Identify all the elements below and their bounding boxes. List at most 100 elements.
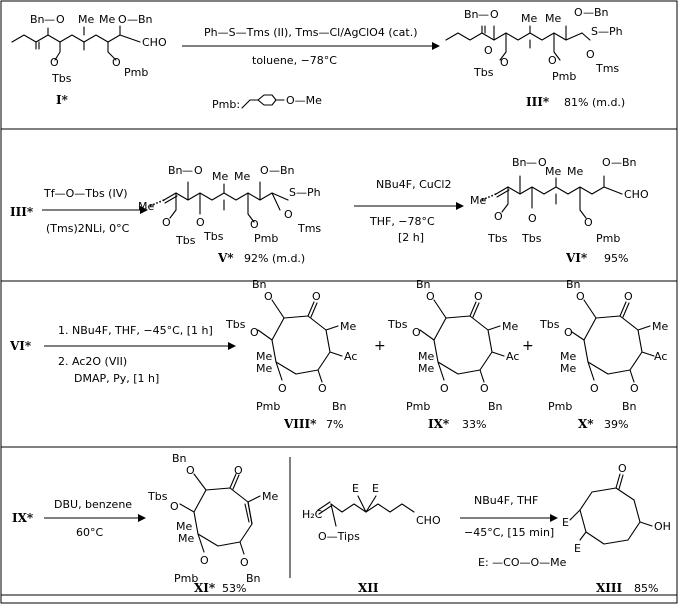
o-label: O	[118, 13, 127, 26]
svg-text:—: —	[583, 6, 594, 19]
tbs-label: Tbs	[539, 318, 560, 331]
me-label: Me	[560, 362, 576, 375]
me-label: Me	[234, 170, 250, 183]
me-label: Me	[502, 320, 518, 333]
reaction-arrow-5: DBU, benzene 60°C	[44, 498, 146, 539]
compound-label-VIII: VIII*	[283, 417, 317, 431]
structure-V: Me Bn — O Me Me O — Bn S—Ph O Tbs O Tbs …	[138, 164, 321, 265]
tbs-label: Tbs	[387, 318, 408, 331]
bn-label: Bn	[332, 400, 347, 413]
pmb-label: Pmb	[256, 400, 280, 413]
yield-VIII: 7%	[326, 418, 343, 431]
time-step-3: [2 h]	[398, 231, 424, 244]
yield-XI: 53%	[222, 582, 246, 595]
pmb-definition: Pmb:	[212, 98, 240, 111]
compound-label-XIII: XIII	[596, 581, 623, 595]
bn-label: Bn	[246, 572, 261, 585]
pmb-label: Pmb	[596, 232, 620, 245]
sph-label: S—Ph	[591, 25, 623, 38]
structure-XIII: O E E OH XIII 85%	[562, 462, 671, 595]
bn-label: Bn	[30, 13, 45, 26]
o-label: O	[56, 13, 65, 26]
o-label: O	[494, 210, 503, 223]
tbs-label: Tbs	[203, 230, 224, 243]
yield-X: 39%	[604, 418, 628, 431]
bn-label: Bn	[464, 8, 479, 21]
compound-label-XII: XII	[358, 581, 379, 595]
structure-III: Bn — O Me Me O — Bn S—Ph O Tbs O O Pmb O…	[445, 6, 625, 109]
reagents-step-2: Tf—O—Tbs (IV)	[43, 187, 128, 200]
o-label: O	[278, 382, 287, 395]
conditions-step-4b: DMAP, Py, [1 h]	[74, 372, 159, 385]
me-label: Me	[545, 165, 561, 178]
structure-IX: O Bn O Tbs O Me Ac Me Me O Pmb O Bn IX* …	[387, 278, 519, 431]
o-label: O	[602, 156, 611, 169]
pmb-label: Pmb	[406, 400, 430, 413]
o-label: O	[548, 54, 557, 67]
tbs-label: Tbs	[175, 234, 196, 247]
me-label: Me	[262, 490, 278, 503]
bn-label: Bn	[512, 156, 527, 169]
o-label: O	[528, 212, 537, 225]
o-label: O	[170, 500, 179, 513]
svg-text:—: —	[269, 164, 280, 177]
e-label: E	[352, 482, 359, 495]
o-label: O	[200, 554, 209, 567]
me-label: Me	[340, 320, 356, 333]
me-label: Me	[138, 200, 154, 213]
o-label: O	[318, 382, 327, 395]
ome-label: O—Me	[286, 94, 322, 107]
reagents-step-4a: 1. NBu4F, THF, −45°C, [1 h]	[58, 324, 213, 337]
o-label: O	[624, 290, 633, 303]
plus-sign: +	[374, 338, 386, 354]
reagents-step-3: NBu4F, CuCl2	[376, 178, 451, 191]
structure-I: Bn — O Me Me O — Bn CHO O Tbs O Pmb I*	[11, 13, 167, 107]
o-label: O	[50, 56, 59, 69]
tbs-label: Tbs	[51, 72, 72, 85]
o-label: O	[574, 6, 583, 19]
reaction-arrow-6: NBu4F, THF −45°C, [15 min] E: —CO—O—Me	[460, 494, 567, 569]
bn-label: Bn	[594, 6, 609, 19]
o-label: O	[162, 216, 171, 229]
me-label: Me	[567, 165, 583, 178]
yield-III: 81% (m.d.)	[564, 96, 625, 109]
e-label: E	[562, 516, 569, 529]
o-label: O	[564, 326, 573, 339]
ac-label: Ac	[654, 350, 667, 363]
o-label: O	[196, 216, 205, 229]
reagents-step-4b: 2. Ac2O (VII)	[58, 355, 127, 368]
o-label: O	[480, 382, 489, 395]
o-label: O	[260, 164, 269, 177]
svg-text:—: —	[182, 164, 193, 177]
compound-label-I: I*	[56, 93, 69, 107]
compound-label-VI: VI*	[565, 251, 588, 265]
e-label: E	[372, 482, 379, 495]
o-label: O	[234, 464, 243, 477]
compound-label-IX: IX*	[428, 417, 450, 431]
tbs-label: Tbs	[473, 66, 494, 79]
o-label: O	[584, 216, 593, 229]
me-label: Me	[256, 362, 272, 375]
me-label: Me	[560, 350, 576, 363]
me-label: Me	[521, 12, 537, 25]
o-label: O	[250, 218, 259, 231]
reaction-arrow-2: Tf—O—Tbs (IV) (Tms)2NLi, 0°C	[42, 187, 148, 235]
me-label: Me	[78, 13, 94, 26]
reagents-step-6: NBu4F, THF	[474, 494, 538, 507]
o-label: O	[284, 208, 293, 221]
bn-label: Bn	[172, 452, 187, 465]
o-label: O	[484, 44, 493, 57]
me-label: Me	[212, 170, 228, 183]
me-label: Me	[418, 350, 434, 363]
o-label: O	[264, 290, 273, 303]
compound-label-III: III*	[10, 205, 34, 219]
o-label: O	[538, 156, 547, 169]
o-label: O	[630, 382, 639, 395]
me-label: Me	[418, 362, 434, 375]
o-label: O	[490, 8, 499, 21]
me-label: Me	[256, 350, 272, 363]
me-label: Me	[178, 532, 194, 545]
compound-label-IX: IX*	[12, 511, 34, 525]
svg-text:—: —	[478, 8, 489, 21]
